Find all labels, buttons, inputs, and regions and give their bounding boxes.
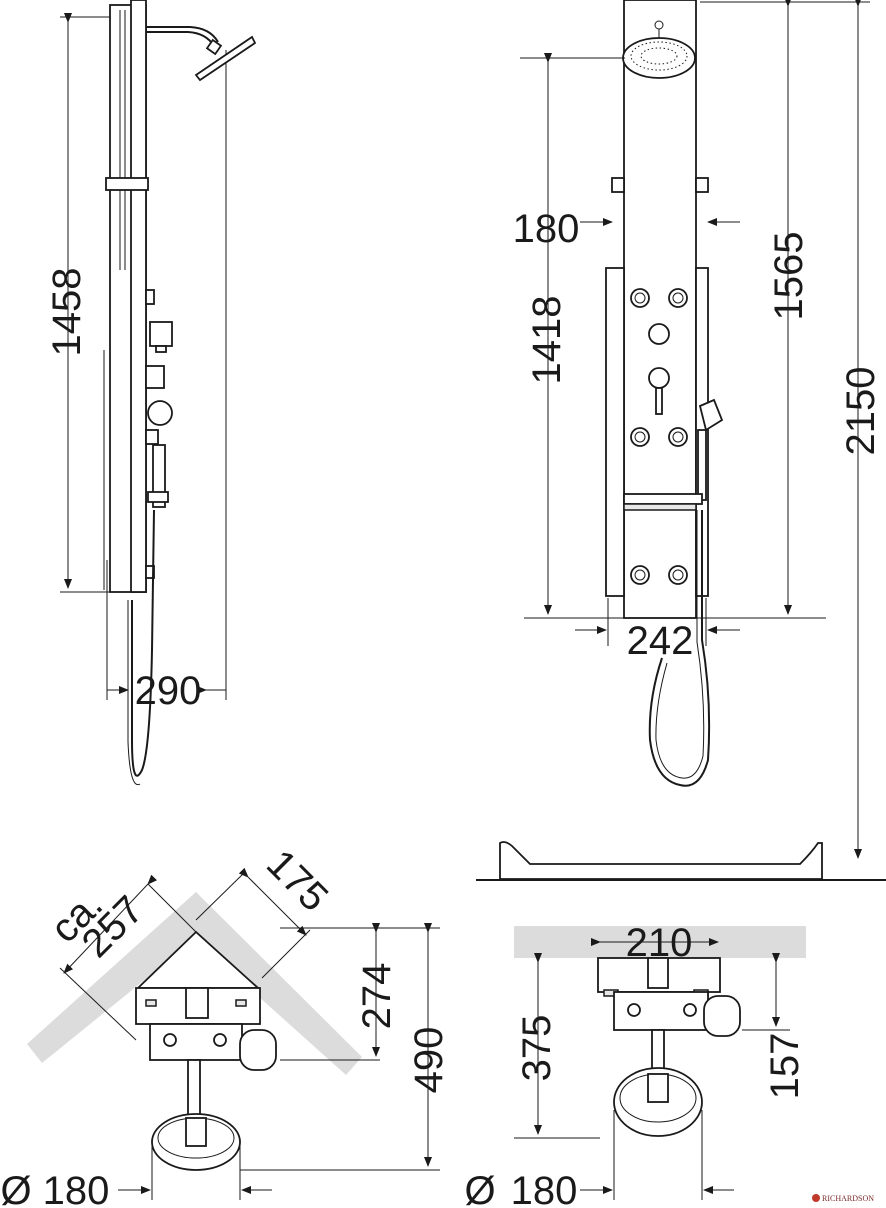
front-view: 180 1418 1565 2150 242 [476, 0, 886, 881]
side-view: 1458 290 [45, 0, 257, 786]
front-rain-head [622, 37, 696, 79]
front-head-height-label: 1565 [767, 232, 811, 321]
corner-head-dia-label: 180 [43, 1169, 110, 1208]
front-column [623, 0, 697, 619]
corner-walls [27, 892, 221, 1063]
body-jets-upper [630, 288, 688, 308]
wall-plan-view: 210 375 157 Ø 180 [464, 921, 807, 1208]
wall-projection-label: 375 [515, 1015, 559, 1082]
side-mixer [147, 400, 173, 426]
wall-knob [703, 995, 741, 1037]
front-total-height-label: 2150 [839, 367, 883, 456]
wall-width-label: 210 [626, 921, 693, 965]
side-rain-head [194, 35, 257, 82]
mixer-lever [648, 367, 670, 389]
side-height-label: 1458 [45, 268, 89, 357]
side-hose [131, 509, 155, 777]
front-hose [648, 510, 711, 787]
body-jets-lower [630, 565, 688, 585]
corner-diag-dim-line [63, 874, 158, 974]
corner-depth-label: 175 [258, 842, 336, 920]
wall-offset-label: 157 [763, 1033, 807, 1100]
front-panel-height-label: 1418 [525, 296, 569, 385]
shower-tray [499, 841, 823, 880]
shower-arm [146, 26, 219, 43]
front-shelf [623, 493, 703, 505]
front-width-label: 242 [627, 619, 694, 663]
side-depth-label: 290 [135, 669, 202, 713]
corner-head-dia-prefix: Ø [0, 1169, 31, 1208]
hand-shower-holder [698, 398, 724, 432]
corner-depth-dim-line [238, 867, 307, 936]
diverter-knob [648, 323, 670, 345]
corner-total-label: 490 [407, 1027, 451, 1094]
corner-knob [239, 1029, 277, 1071]
corner-shelf-label: 274 [355, 963, 399, 1030]
brand-logo-text: RICHARDSON [822, 1194, 874, 1203]
brand-logo: RICHARDSON [812, 1194, 874, 1203]
wall-head-dia-label: 180 [511, 1169, 578, 1208]
front-top-offset-label: 180 [513, 207, 580, 251]
corner-plan-view: ca. 257 175 274 490 Ø 180 [0, 842, 451, 1208]
wall-head-dia-prefix: Ø [464, 1169, 495, 1208]
body-jets-middle [630, 427, 688, 447]
